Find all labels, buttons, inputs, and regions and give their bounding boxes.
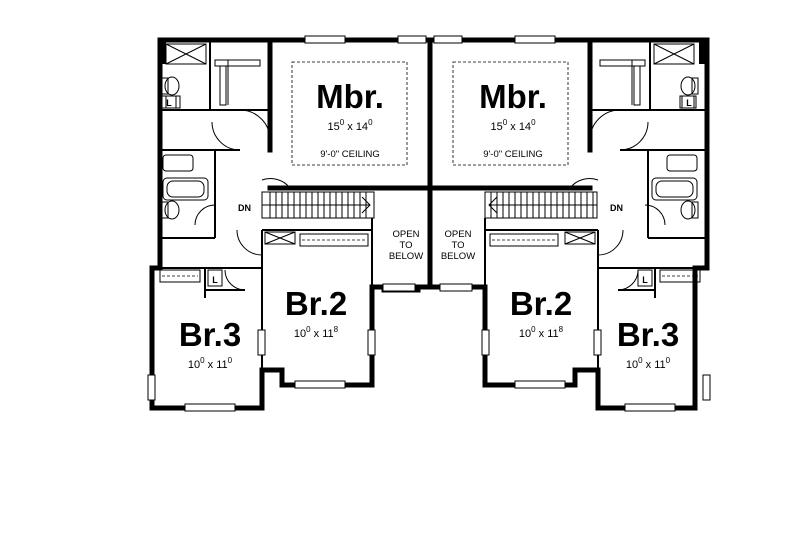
svg-text:BELOW: BELOW bbox=[441, 251, 475, 262]
stair-arrow-icon bbox=[488, 196, 498, 214]
ceiling-note: 9'-0" CEILING bbox=[483, 149, 543, 160]
room-name: Mbr. bbox=[316, 78, 384, 115]
svg-text:OPEN: OPEN bbox=[393, 229, 420, 240]
room-br2-left: Br.2 100 x 118 bbox=[285, 285, 347, 340]
room-dimensions: 100 x 118 bbox=[519, 325, 564, 340]
room-mbr-left: Mbr. 150 x 140 9'-0" CEILING bbox=[316, 78, 384, 160]
svg-text:BELOW: BELOW bbox=[389, 251, 423, 262]
room-name: Br.3 bbox=[179, 316, 241, 353]
linen-label: L bbox=[212, 275, 218, 285]
fixtures bbox=[159, 43, 701, 287]
svg-text:TO: TO bbox=[399, 240, 412, 251]
stairs-right bbox=[484, 191, 598, 219]
linen-label: L bbox=[642, 275, 648, 285]
interior-walls bbox=[160, 37, 707, 408]
stair-dn-label-left: DN bbox=[238, 203, 251, 213]
windows bbox=[147, 35, 711, 412]
open-to-below-left: OPEN TO BELOW bbox=[389, 229, 423, 262]
door-swings bbox=[194, 109, 666, 291]
ceiling-outline-right bbox=[452, 61, 569, 166]
room-dimensions: 100 x 118 bbox=[294, 325, 339, 340]
ceiling-note: 9'-0" CEILING bbox=[320, 149, 380, 160]
room-name: Br.3 bbox=[617, 316, 679, 353]
ceiling-outline-left bbox=[291, 61, 408, 166]
linen-label: L bbox=[166, 98, 172, 108]
open-to-below-right: OPEN TO BELOW bbox=[441, 229, 475, 262]
room-mbr-right: Mbr. 150 x 140 9'-0" CEILING bbox=[479, 78, 547, 160]
room-name: Br.2 bbox=[510, 285, 572, 322]
room-name: Br.2 bbox=[285, 285, 347, 322]
stair-arrow-icon bbox=[361, 196, 371, 214]
room-dimensions: 100 x 110 bbox=[626, 356, 671, 371]
svg-text:TO: TO bbox=[451, 240, 464, 251]
room-dimensions: 100 x 110 bbox=[188, 356, 233, 371]
room-br3-left: Br.3 100 x 110 bbox=[179, 316, 241, 371]
stairs-left bbox=[261, 191, 375, 219]
room-name: Mbr. bbox=[479, 78, 547, 115]
room-br2-right: Br.2 100 x 118 bbox=[510, 285, 572, 340]
stair-dn-label-right: DN bbox=[610, 203, 623, 213]
room-dimensions: 150 x 140 bbox=[490, 118, 536, 133]
linen-label: L bbox=[686, 98, 692, 108]
room-br3-right: Br.3 100 x 110 bbox=[617, 316, 679, 371]
svg-text:OPEN: OPEN bbox=[445, 229, 472, 240]
room-dimensions: 150 x 140 bbox=[327, 118, 373, 133]
